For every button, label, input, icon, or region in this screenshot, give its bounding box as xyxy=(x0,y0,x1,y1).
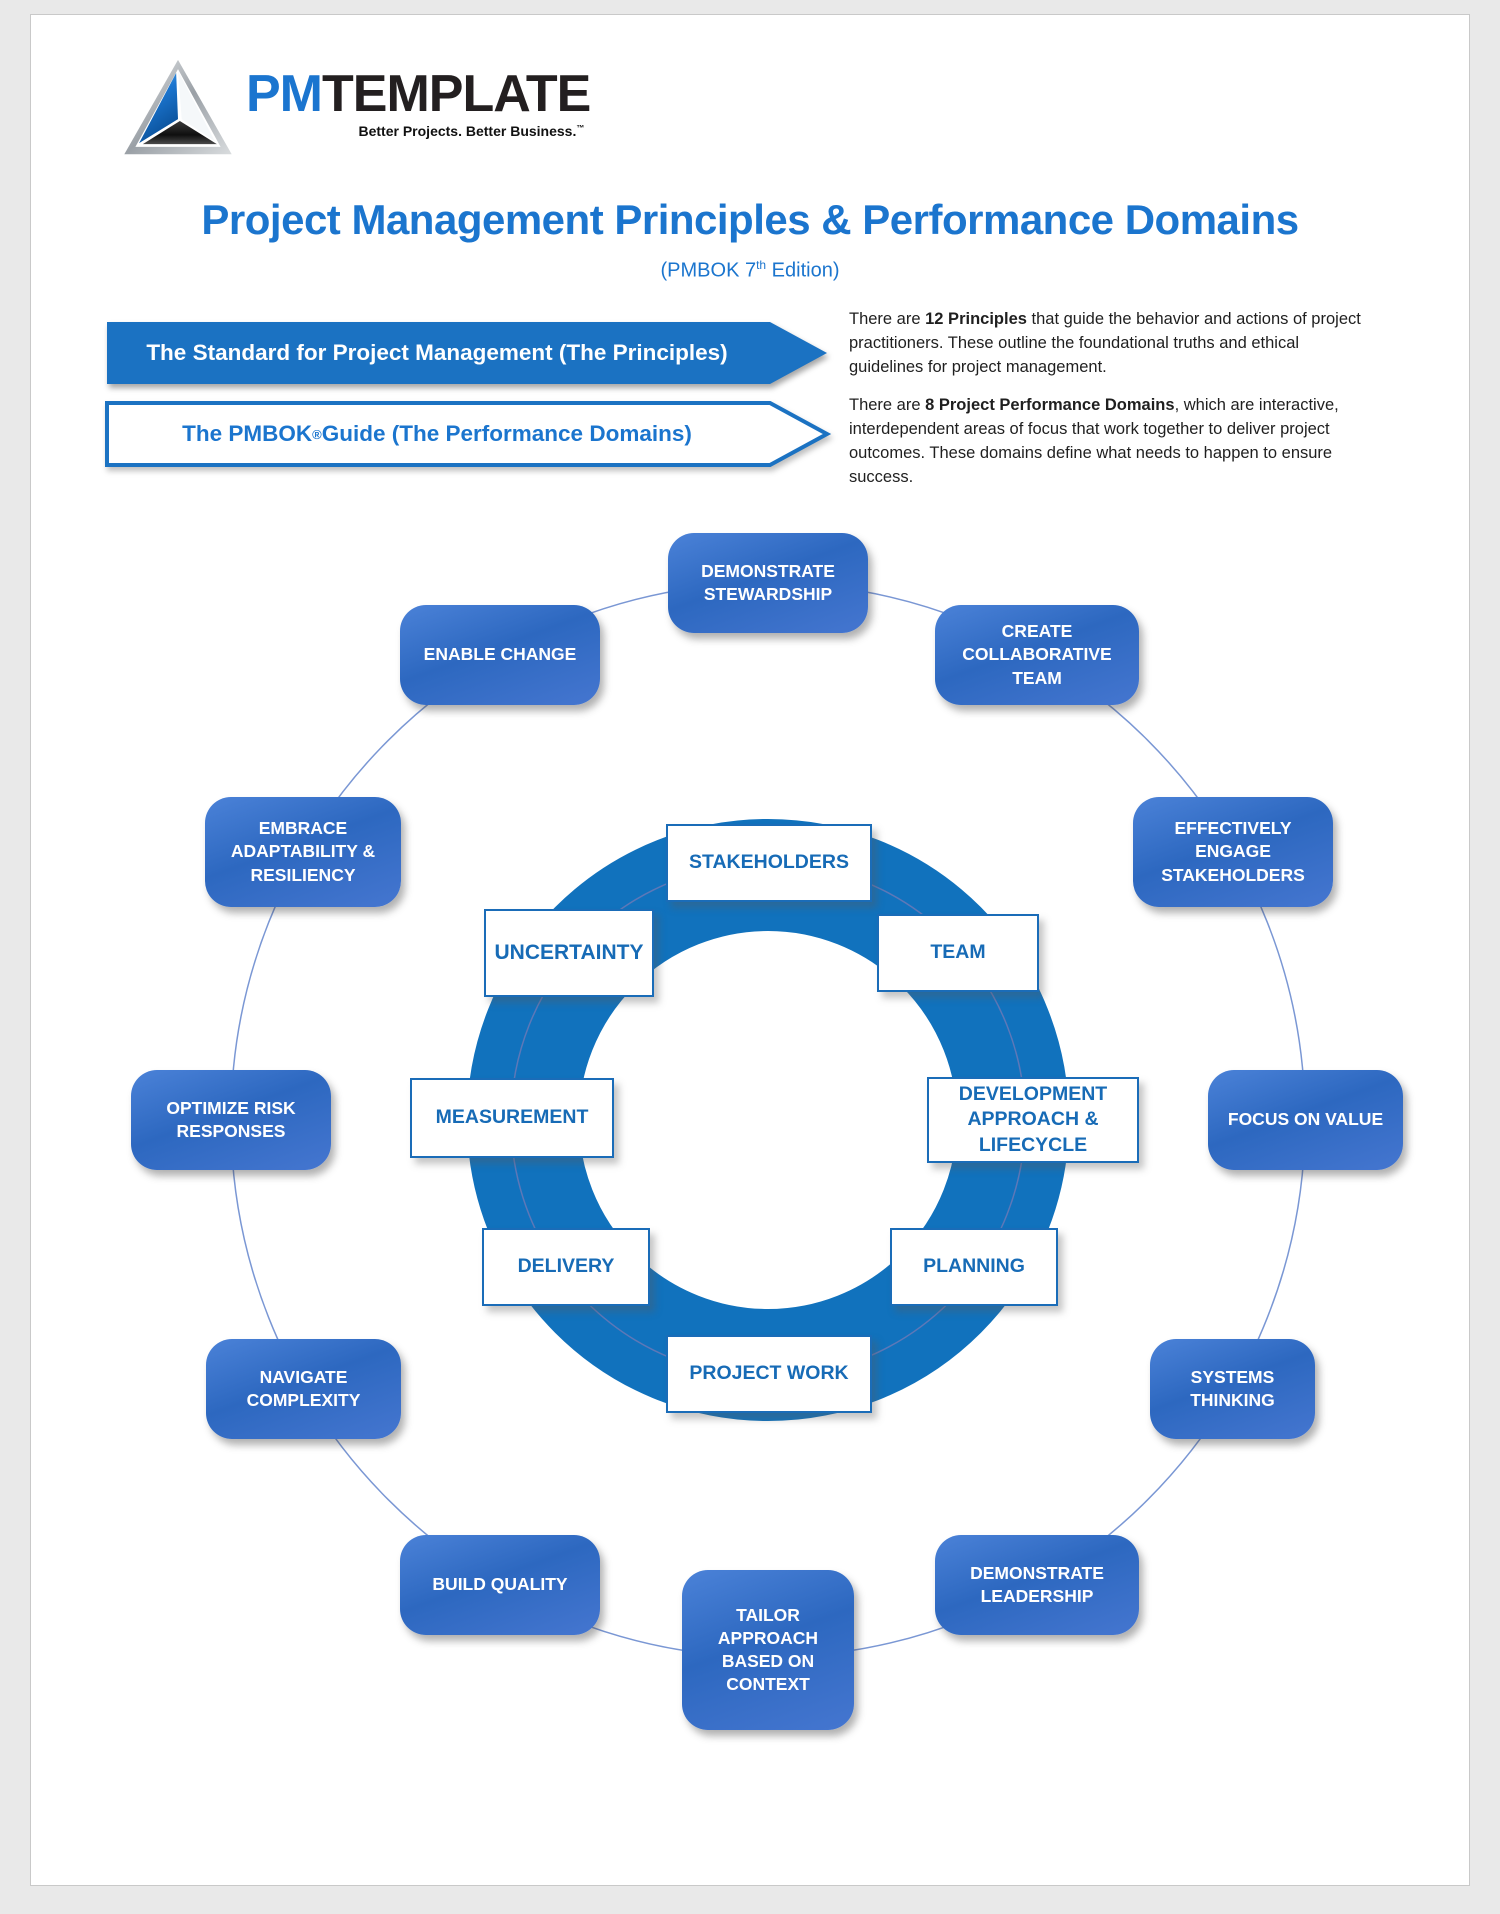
pmbok-banner-shape xyxy=(105,401,832,467)
principle-box-embrace-adaptability-resiliency: EMBRACE ADAPTABILITY & RESILIENCY xyxy=(205,797,401,907)
intro-paragraph-principles: There are 12 Principles that guide the b… xyxy=(849,310,1361,376)
pmbok-banner-label: The PMBOK® Guide (The Performance Domain… xyxy=(182,421,692,446)
principle-box-optimize-risk-responses: OPTIMIZE RISK RESPONSES xyxy=(131,1070,331,1170)
principle-box-demonstrate-leadership: DEMONSTRATE LEADERSHIP xyxy=(935,1535,1139,1635)
principle-box-create-collaborative-team: CREATE COLLABORATIVE TEAM xyxy=(935,605,1139,705)
principle-box-tailor-approach-based-on-context: TAILOR APPROACH BASED ON CONTEXT xyxy=(682,1570,854,1730)
page-subtitle: (PMBOK 7th Edition) xyxy=(660,258,840,282)
brand-pm: PM xyxy=(246,65,323,123)
principle-box-effectively-engage-stakeholders: EFFECTIVELY ENGAGE STAKEHOLDERS xyxy=(1133,797,1333,907)
principles-banner-shape xyxy=(107,322,827,384)
page-title: Project Management Principles & Performa… xyxy=(201,196,1299,243)
intro-text: There are 12 Principles that guide the b… xyxy=(849,308,1369,503)
principle-box-systems-thinking: SYSTEMS THINKING xyxy=(1150,1339,1315,1439)
logo: PMTEMPLATE Better Projects. Better Busin… xyxy=(122,58,591,158)
principles-banner-label: The Standard for Project Management (The… xyxy=(146,340,728,365)
principle-box-navigate-complexity: NAVIGATE COMPLEXITY xyxy=(206,1339,401,1439)
pyramid-logo-icon xyxy=(124,59,232,155)
domain-box-team: TEAM xyxy=(877,914,1039,992)
brand-tagline: Better Projects. Better Business.™ xyxy=(358,123,585,139)
principle-box-demonstrate-stewardship: DEMONSTRATE STEWARDSHIP xyxy=(668,533,868,633)
domain-box-project-work: PROJECT WORK xyxy=(666,1335,872,1413)
intro-paragraph-domains: There are 8 Project Performance Domains,… xyxy=(849,395,1339,486)
domain-box-measurement: MEASUREMENT xyxy=(410,1078,614,1158)
domain-box-uncertainty: UNCERTAINTY xyxy=(484,909,654,997)
principle-box-enable-change: ENABLE CHANGE xyxy=(400,605,600,705)
domain-box-stakeholders: STAKEHOLDERS xyxy=(666,824,872,902)
domain-box-delivery: DELIVERY xyxy=(482,1228,650,1306)
principle-box-build-quality: BUILD QUALITY xyxy=(400,1535,600,1635)
domain-box-planning: PLANNING xyxy=(890,1228,1058,1306)
brand-wordmark: PMTEMPLATE xyxy=(246,65,591,123)
domain-box-development-approach-lifecycle: DEVELOPMENT APPROACH & LIFECYCLE xyxy=(927,1077,1139,1163)
principle-box-focus-on-value: FOCUS ON VALUE xyxy=(1208,1070,1403,1170)
brand-template: TEMPLATE xyxy=(322,65,591,123)
outer-connector-circle xyxy=(230,582,1306,1658)
